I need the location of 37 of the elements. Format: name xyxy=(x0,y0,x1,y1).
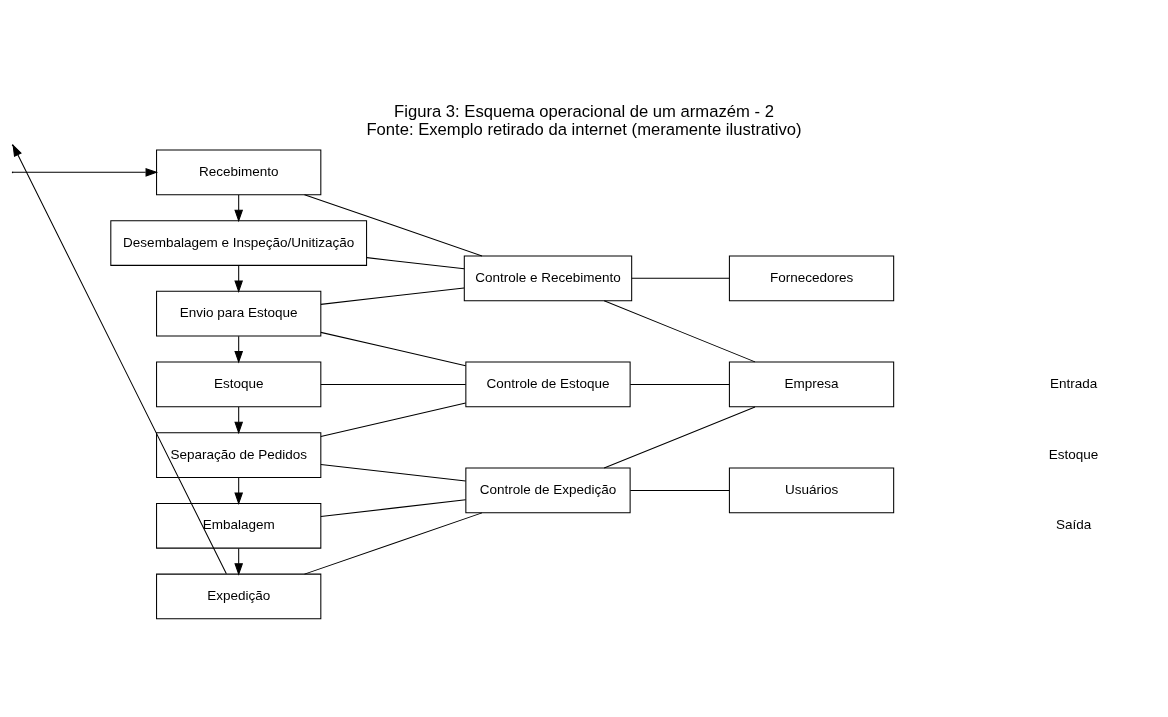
node-box: Controle de Estoque xyxy=(465,361,631,407)
arrow xyxy=(234,406,244,434)
node-box: Controle e Recebimento xyxy=(463,255,633,301)
arrow xyxy=(234,335,244,364)
connector xyxy=(320,331,467,366)
connector xyxy=(629,489,730,491)
connector xyxy=(366,256,465,269)
node-box: Empresa xyxy=(728,361,895,407)
node-box: Embalagem xyxy=(156,502,322,549)
connector xyxy=(320,402,467,437)
connector xyxy=(603,405,756,469)
connector xyxy=(304,193,483,256)
connector xyxy=(304,511,483,575)
node-box: Separação de Pedidos xyxy=(156,431,322,478)
arrow xyxy=(12,167,159,177)
node-box: Fornecedores xyxy=(728,255,895,301)
node-box: Recebimento xyxy=(156,148,322,195)
connector xyxy=(320,383,467,385)
connector xyxy=(320,286,465,305)
node-box: Envio para Estoque xyxy=(156,290,322,337)
connector xyxy=(320,463,467,482)
connector xyxy=(320,498,467,517)
node-box: Expedição xyxy=(156,573,322,619)
node-box: Estoque xyxy=(156,361,322,407)
node-box: Usuários xyxy=(728,467,895,513)
node-box: Desembalagem e Inspeção/Unitização xyxy=(110,219,368,266)
caption: Fonte: Exemplo retirado da internet (meramente ilustrativo) xyxy=(366,119,802,139)
diagram-title: Figura 3: Esquema operacional de um armazém - 2 xyxy=(394,101,774,121)
arrow xyxy=(234,193,244,222)
connector xyxy=(631,277,730,279)
label: Estoque xyxy=(1048,446,1099,462)
connector xyxy=(603,299,756,362)
connector xyxy=(629,383,730,385)
label: Entrada xyxy=(1049,375,1098,391)
arrow xyxy=(234,547,244,576)
label: Saída xyxy=(1055,516,1092,532)
node-box: Controle de Expedição xyxy=(465,467,631,513)
